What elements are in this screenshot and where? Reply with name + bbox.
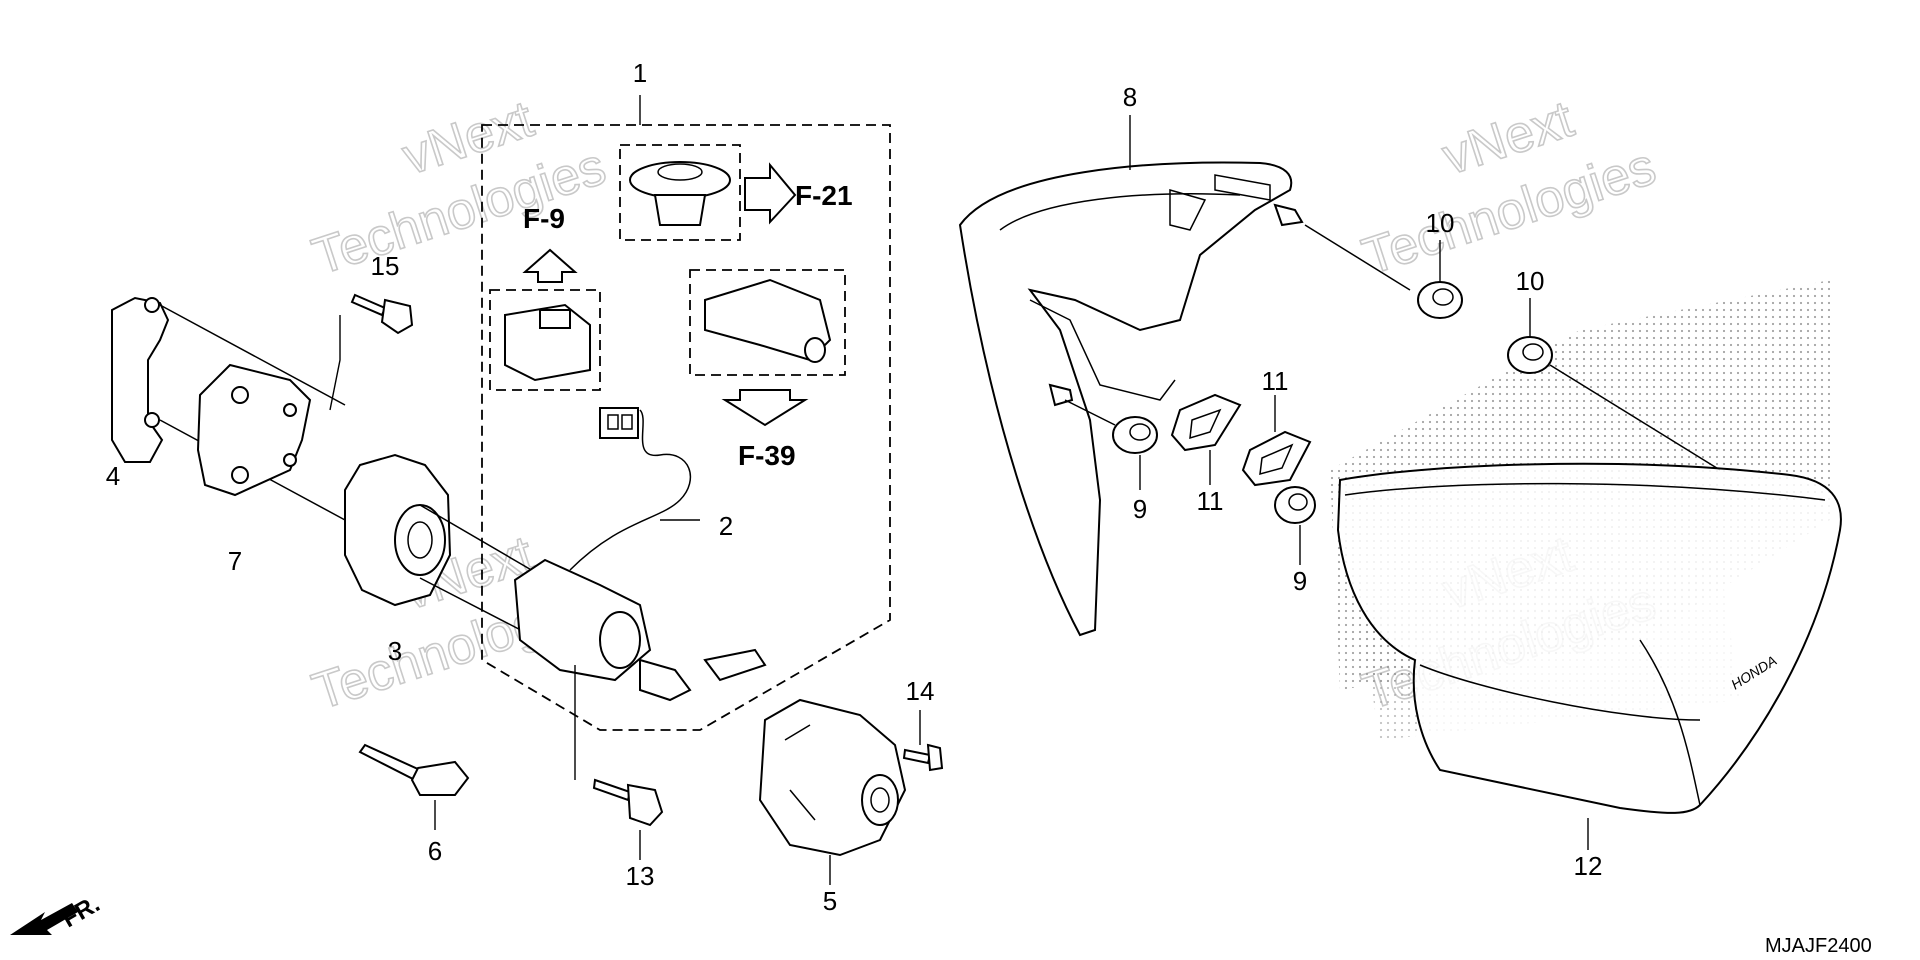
callout-15: 15 xyxy=(371,251,400,281)
part-11-grommet xyxy=(1241,395,1312,487)
ref-f39: F-39 xyxy=(738,440,796,471)
callout-3: 3 xyxy=(388,636,402,666)
ref-f9: F-9 xyxy=(523,203,565,234)
part-9-grommet xyxy=(1064,399,1158,490)
part-10-grommet xyxy=(1507,298,1721,471)
part-3-lock-body xyxy=(344,453,541,641)
callout-10: 10 xyxy=(1426,208,1455,238)
part-9-grommet xyxy=(1274,486,1316,565)
front-direction-arrow: FR. xyxy=(10,890,104,935)
part-7-plate xyxy=(196,363,312,497)
diagram-code: MJAJF2400 xyxy=(1765,935,1872,957)
callout-11: 11 xyxy=(1197,486,1224,516)
callout-8: 8 xyxy=(1123,82,1137,112)
callout-12: 12 xyxy=(1574,851,1603,881)
callout-1: 1 xyxy=(633,58,647,88)
part-14-screw xyxy=(902,710,944,772)
part-5-cover xyxy=(758,698,907,885)
part-4-bracket xyxy=(111,296,346,521)
callout-9: 9 xyxy=(1133,494,1147,524)
f9-inset xyxy=(489,248,601,391)
ref-f21: F-21 xyxy=(795,180,853,211)
callout-11: 11 xyxy=(1262,366,1289,396)
f21-inset xyxy=(619,144,797,241)
part-15-bolt xyxy=(329,293,414,411)
part-10-grommet xyxy=(1417,240,1463,319)
callout-10: 10 xyxy=(1516,266,1545,296)
callout-13: 13 xyxy=(626,861,655,891)
callout-4: 4 xyxy=(106,461,120,491)
part-6-key xyxy=(358,743,470,830)
part-13-bolt xyxy=(574,665,664,860)
assembly-boundary xyxy=(481,124,891,731)
part-11-grommet xyxy=(1170,393,1242,485)
front-label: FR. xyxy=(58,890,105,933)
callout-2: 2 xyxy=(719,511,733,541)
callout-5: 5 xyxy=(823,886,837,916)
callout-6: 6 xyxy=(428,836,442,866)
callout-9: 9 xyxy=(1293,566,1307,596)
callout-14: 14 xyxy=(906,676,935,706)
callout-7: 7 xyxy=(228,546,242,576)
part-12-side-cover: HONDA xyxy=(1336,462,1842,850)
f39-inset xyxy=(689,269,846,427)
part-2-cylinder xyxy=(513,407,767,702)
